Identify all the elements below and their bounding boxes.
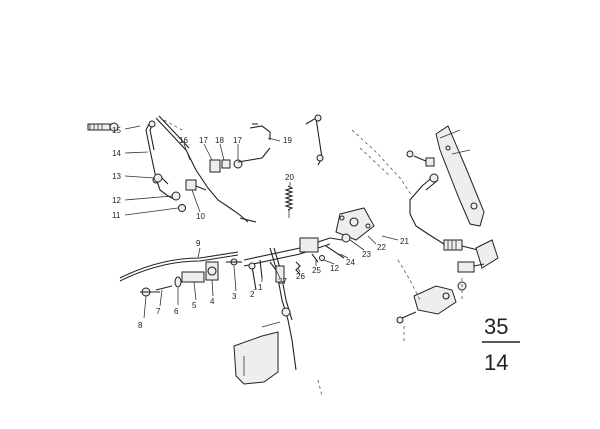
callout-14: 14 bbox=[112, 149, 121, 158]
callout-11: 11 bbox=[112, 211, 121, 220]
callout-6: 6 bbox=[174, 307, 179, 316]
washer-part-6 bbox=[174, 276, 182, 288]
callout-labels: 15 14 13 12 11 10 16 17 18 17 19 20 9 8 … bbox=[112, 126, 409, 330]
callout-12-lower: 12 bbox=[330, 264, 339, 273]
nut-part-12b bbox=[319, 255, 325, 261]
rod-part-21 bbox=[409, 175, 445, 245]
callout-7: 7 bbox=[156, 307, 161, 316]
pedal-plate bbox=[435, 125, 485, 227]
clip-part-27 bbox=[269, 261, 277, 271]
page-number: 35 14 bbox=[482, 314, 520, 375]
lever-housing bbox=[299, 237, 319, 253]
bolt-part-2 bbox=[248, 262, 257, 291]
washer-part-11 bbox=[178, 204, 186, 212]
callout-4: 4 bbox=[210, 297, 215, 306]
page-number-top: 35 bbox=[484, 314, 508, 339]
callout-5: 5 bbox=[192, 301, 197, 310]
rod-part-16 bbox=[155, 115, 257, 223]
joint-part-18 bbox=[209, 159, 243, 173]
callout-26: 26 bbox=[296, 272, 305, 281]
callout-2: 2 bbox=[250, 290, 255, 299]
link-part-19 bbox=[237, 114, 324, 166]
throttle-pedal-assembly bbox=[396, 125, 499, 324]
page-number-bottom: 14 bbox=[484, 350, 508, 375]
bearing-part-4 bbox=[205, 261, 219, 281]
callout-24: 24 bbox=[346, 258, 355, 267]
connector-part-23 bbox=[329, 233, 351, 243]
callout-19: 19 bbox=[283, 136, 292, 145]
callout-25: 25 bbox=[312, 266, 321, 275]
callout-10: 10 bbox=[196, 212, 205, 221]
callout-21: 21 bbox=[400, 237, 409, 246]
mounting-plate-22 bbox=[335, 207, 375, 241]
callout-17-right: 17 bbox=[233, 136, 242, 145]
alignment-lines bbox=[163, 119, 463, 397]
cable-part-9 bbox=[119, 251, 239, 279]
callout-18: 18 bbox=[215, 136, 224, 145]
callout-8: 8 bbox=[138, 321, 143, 330]
callout-9: 9 bbox=[196, 239, 201, 248]
callout-22: 22 bbox=[377, 243, 386, 252]
pedal-lever bbox=[269, 247, 297, 371]
callout-27: 27 bbox=[278, 277, 287, 286]
spring-part-20 bbox=[284, 185, 294, 218]
washer-part-7 bbox=[155, 285, 173, 291]
callout-16: 16 bbox=[179, 136, 188, 145]
callout-17-left: 17 bbox=[199, 136, 208, 145]
pedal-bracket bbox=[233, 331, 279, 385]
shaft-assembly bbox=[119, 237, 345, 385]
clamp-part-10 bbox=[185, 179, 207, 191]
callout-3: 3 bbox=[232, 292, 237, 301]
bolt-part-15 bbox=[87, 122, 119, 132]
leader-lines bbox=[124, 125, 399, 328]
nut-part-3 bbox=[226, 258, 242, 266]
callout-13: 13 bbox=[112, 172, 121, 181]
bushing-part-12 bbox=[171, 191, 181, 201]
bracket-part-14 bbox=[145, 120, 177, 201]
callout-23: 23 bbox=[362, 250, 371, 259]
callout-1: 1 bbox=[258, 283, 263, 292]
pin-part-24 bbox=[325, 245, 345, 259]
pin-part-1 bbox=[259, 259, 263, 279]
clip-part-25 bbox=[311, 253, 319, 263]
callout-15: 15 bbox=[112, 126, 121, 135]
bushing-part-5 bbox=[181, 271, 205, 283]
callout-12-upper: 12 bbox=[112, 196, 121, 205]
callout-20: 20 bbox=[285, 173, 294, 182]
